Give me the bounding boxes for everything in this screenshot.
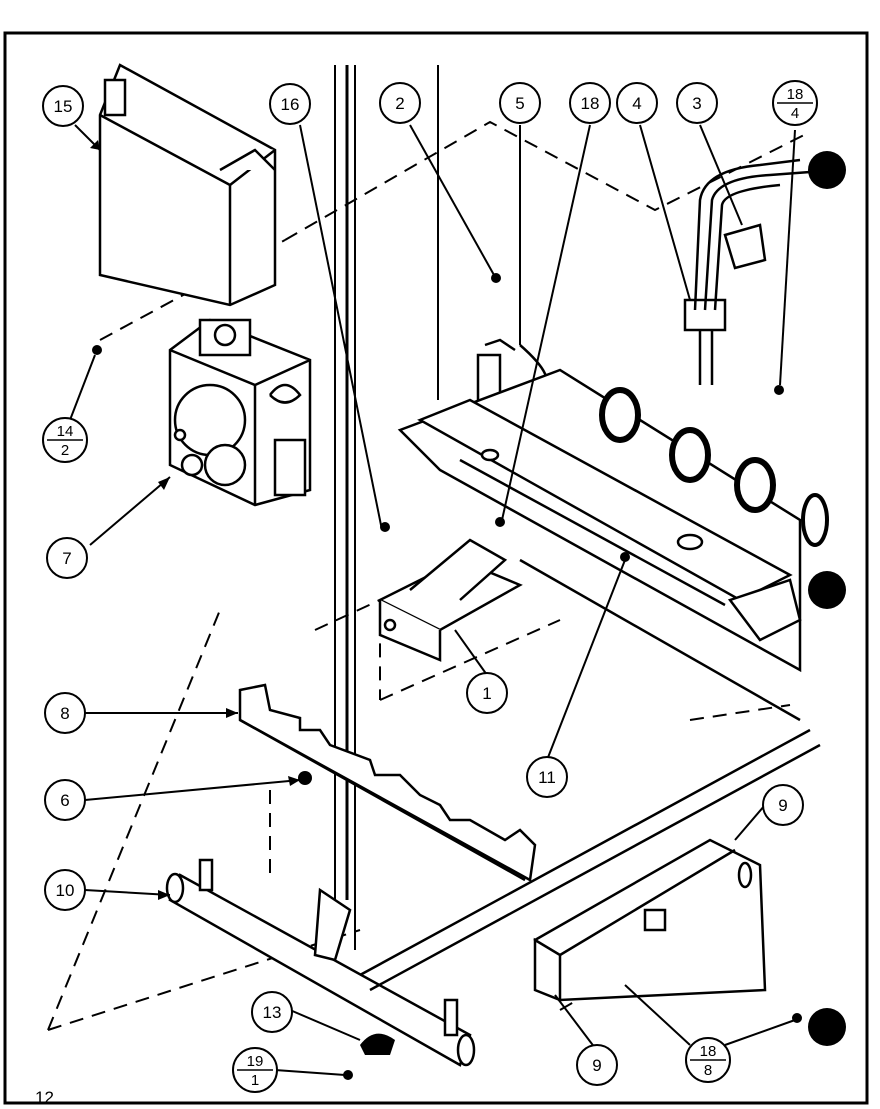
- flame-sensor: [683, 158, 811, 385]
- callout-18: 18: [569, 82, 611, 124]
- svg-text:7: 7: [62, 549, 71, 568]
- svg-text:13: 13: [263, 1003, 282, 1022]
- callout-13: 13: [251, 991, 293, 1033]
- callout-10: 10: [44, 869, 86, 911]
- callout-9-bottom: 9: [576, 1044, 618, 1086]
- svg-text:19: 19: [247, 1053, 264, 1070]
- svg-text:18: 18: [787, 86, 804, 103]
- svg-text:10: 10: [56, 881, 75, 900]
- callout-7: 7: [46, 537, 88, 579]
- svg-text:2: 2: [395, 94, 404, 113]
- burner-assembly: [377, 538, 523, 662]
- callout-8: 8: [44, 692, 86, 734]
- access-plate: [533, 838, 767, 1002]
- callout-2: 2: [379, 82, 421, 124]
- svg-text:5: 5: [515, 94, 524, 113]
- svg-text:3: 3: [692, 94, 701, 113]
- svg-text:18: 18: [581, 94, 600, 113]
- svg-text:8: 8: [704, 1062, 712, 1079]
- callout-18-over-4: 18 4: [772, 80, 818, 126]
- registration-marks: [808, 151, 846, 1046]
- callout-5: 5: [499, 82, 541, 124]
- svg-text:4: 4: [791, 105, 799, 122]
- callout-3: 3: [676, 82, 718, 124]
- svg-text:2: 2: [61, 442, 69, 459]
- svg-text:6: 6: [60, 791, 69, 810]
- svg-text:9: 9: [592, 1056, 601, 1075]
- page-frame: [3, 31, 869, 1105]
- burner-bracket: [238, 683, 537, 882]
- leader-arrows: [90, 140, 300, 900]
- screws: [92, 273, 802, 1080]
- leader-lines: [69, 124, 796, 1076]
- callout-11: 11: [526, 756, 568, 798]
- callout-4: 4: [616, 82, 658, 124]
- manifold-pipe: [165, 858, 476, 1067]
- svg-text:8: 8: [60, 704, 69, 723]
- callout-19-over-1: 19 1: [232, 1047, 278, 1093]
- svg-text:15: 15: [54, 97, 73, 116]
- page-number: 12: [35, 1088, 54, 1107]
- svg-text:1: 1: [251, 1072, 259, 1089]
- svg-text:1: 1: [482, 684, 491, 703]
- callout-6: 6: [44, 779, 86, 821]
- svg-text:4: 4: [632, 94, 641, 113]
- gas-valve: [168, 318, 312, 507]
- callout-9-top: 9: [762, 784, 804, 826]
- base-rails: [359, 728, 821, 992]
- svg-text:18: 18: [700, 1043, 717, 1060]
- svg-text:16: 16: [281, 95, 300, 114]
- control-cover: [98, 63, 277, 307]
- callout-1: 1: [466, 672, 508, 714]
- svg-text:14: 14: [57, 423, 74, 440]
- svg-text:9: 9: [778, 796, 787, 815]
- svg-text:11: 11: [538, 768, 556, 787]
- callout-14-over-2: 14 2: [42, 417, 88, 463]
- callout-18-over-8: 18 8: [685, 1037, 731, 1083]
- callout-15: 15: [42, 85, 84, 127]
- callout-16: 16: [269, 83, 311, 125]
